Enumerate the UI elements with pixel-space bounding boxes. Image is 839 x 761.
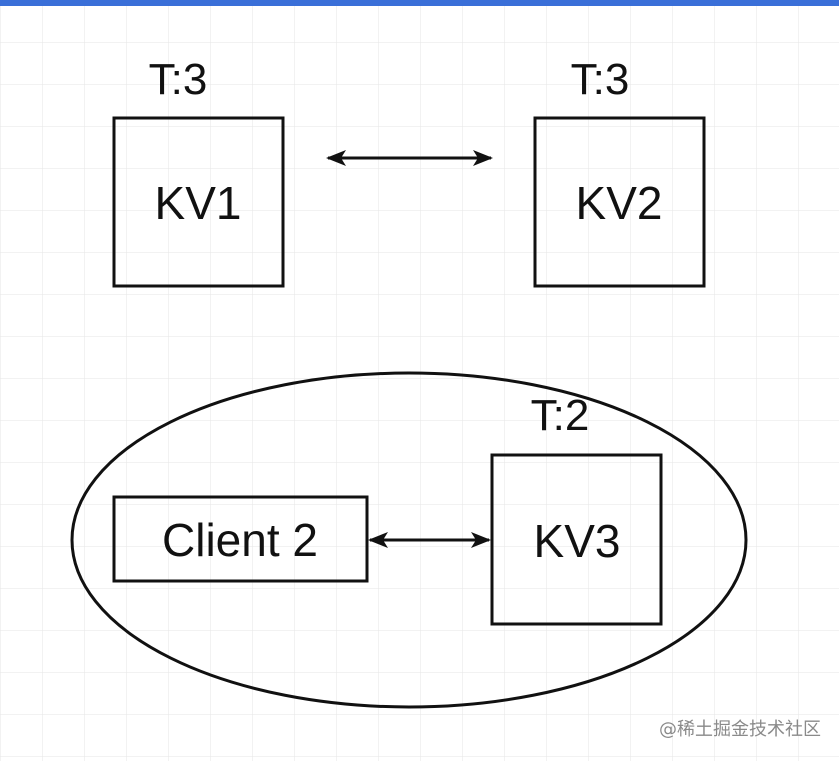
kv1-label: KV1 xyxy=(155,177,242,229)
kv1-box[interactable] xyxy=(112,116,285,288)
kv3-label: KV3 xyxy=(534,515,621,567)
kv2-term-label: T:3 xyxy=(571,55,630,104)
kv1-term-label: T:3 xyxy=(149,55,208,104)
client2-box[interactable] xyxy=(112,495,369,583)
client2-label: Client 2 xyxy=(162,514,318,566)
kv3-term-label: T:2 xyxy=(531,391,590,440)
kv2-box[interactable] xyxy=(533,116,706,288)
watermark-text: @稀土掘金技术社区 xyxy=(659,719,821,740)
partition-ellipse xyxy=(70,371,748,709)
kv2-label: KV2 xyxy=(576,177,663,229)
top-bar xyxy=(0,0,839,6)
kv3-box[interactable] xyxy=(490,453,663,626)
